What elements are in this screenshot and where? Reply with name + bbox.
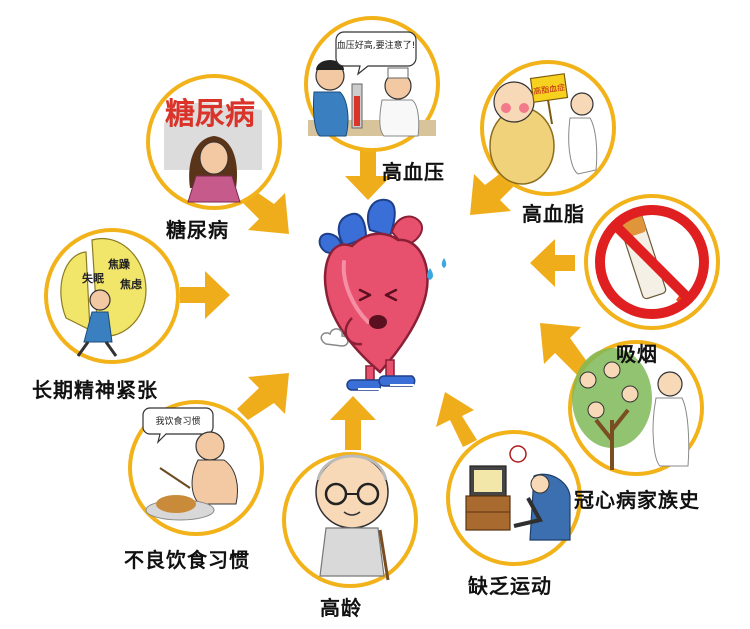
tv-couch-icon	[446, 430, 582, 566]
bp-bubble-text: 血压好高,要注意了!	[337, 39, 415, 51]
arrow-old-age	[330, 396, 376, 450]
arrow-smoking	[530, 239, 575, 287]
doctor-patient-icon: 血压好高,要注意了!	[304, 16, 440, 152]
sign-text: 高脂血症	[533, 82, 566, 96]
diet-bubble-text: 我饮食习惯	[155, 415, 200, 427]
arrow-lack-of-exercise	[436, 392, 477, 447]
arrow-high-blood-pressure	[345, 148, 391, 200]
stress-tag-2: 焦虑	[119, 277, 142, 291]
arrow-family-history	[540, 323, 588, 375]
label-lack-of-exercise: 缺乏运动	[468, 574, 552, 598]
label-smoking: 吸烟	[616, 342, 658, 366]
stress-tag-1: 失眠	[82, 271, 104, 285]
label-high-blood-fat: 高血脂	[522, 202, 585, 226]
no-smoking-icon	[584, 194, 720, 330]
label-bad-diet: 不良饮食习惯	[124, 548, 250, 572]
label-family-history: 冠心病家族史	[574, 488, 700, 512]
eating-man-icon: 我饮食习惯	[128, 400, 264, 536]
arrow-stress	[180, 271, 230, 319]
label-high-blood-pressure: 高血压	[382, 160, 445, 184]
diabetes-banner: 糖尿病	[165, 97, 255, 132]
stressed-man-icon: 失眠 焦躁 焦虑	[44, 228, 180, 364]
sick-heart-icon	[318, 198, 447, 391]
label-stress: 长期精神紧张	[32, 378, 158, 402]
arrow-bad-diet	[237, 373, 289, 420]
label-old-age: 高龄	[320, 596, 362, 620]
overweight-man-icon: 高脂血症	[480, 60, 616, 196]
worried-woman-icon: 糖尿病	[146, 74, 282, 210]
elderly-man-icon	[282, 452, 418, 588]
stress-tag-0: 焦躁	[107, 257, 131, 271]
family-tree-icon	[568, 340, 704, 476]
arrows	[180, 148, 588, 450]
label-diabetes: 糖尿病	[166, 218, 229, 242]
